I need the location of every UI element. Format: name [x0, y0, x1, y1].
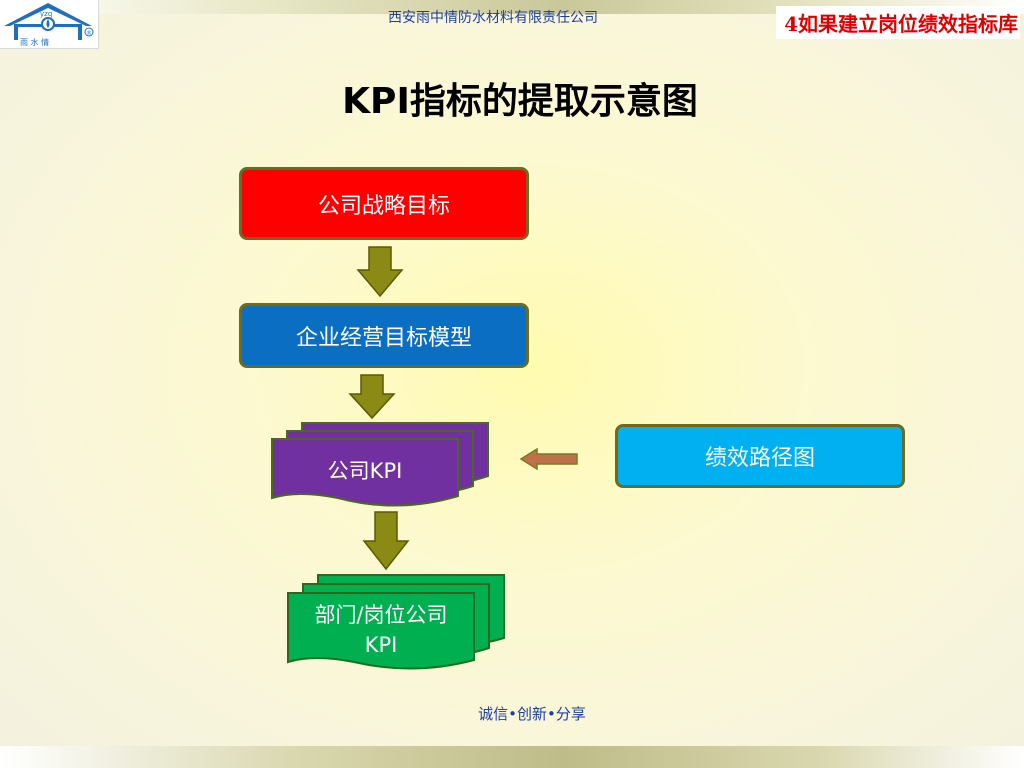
company-kpi-label: 公司KPI: [327, 459, 403, 483]
down-arrow-2: [348, 374, 396, 420]
house-logo-icon: yzq ® 雨 水 情: [4, 3, 94, 47]
corner-title: 4如果建立岗位绩效指标库: [776, 6, 1020, 39]
performance-path-label: 绩效路径图: [704, 446, 815, 471]
logo-mark: ®: [86, 30, 92, 37]
company-name: 西安雨中情防水材料有限责任公司: [388, 10, 598, 26]
logo-text: 雨 水 情: [20, 37, 49, 47]
dept-kpi-label: 部门/岗位公司 KPI: [288, 600, 474, 660]
top-band: [0, 0, 1024, 14]
down-arrow-3: [362, 511, 410, 571]
strategy-label: 公司战略目标: [317, 193, 450, 219]
company-logo: yzq ® 雨 水 情: [0, 0, 99, 49]
dept-kpi-line2: KPI: [364, 633, 398, 657]
business-model-box: 企业经营目标模型: [239, 303, 529, 368]
page-title: KPI指标的提取示意图: [342, 81, 698, 122]
svg-text:yzq: yzq: [40, 10, 52, 18]
performance-path-box: 绩效路径图: [615, 424, 905, 488]
dept-kpi-stack: [287, 574, 505, 670]
bottom-band: [0, 746, 1024, 768]
strategy-box: 公司战略目标: [239, 167, 529, 240]
footer-slogan: 诚信•创新•分享: [478, 705, 586, 723]
left-arrow: [519, 448, 578, 470]
company-kpi-stack: [271, 422, 489, 507]
business-model-label: 企业经营目标模型: [295, 325, 472, 351]
down-arrow-1: [356, 246, 404, 298]
dept-kpi-line1: 部门/岗位公司: [314, 603, 448, 627]
